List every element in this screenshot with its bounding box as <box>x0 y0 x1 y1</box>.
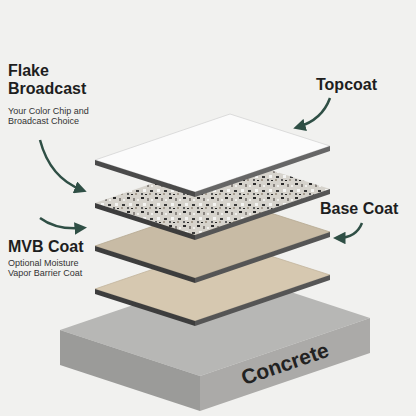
layer-note: Your Color Chip and Broadcast Choice <box>8 106 108 127</box>
block-face <box>60 330 200 411</box>
layer-title: Topcoat <box>316 76 412 94</box>
layer-title: Flake Broadcast <box>8 62 108 99</box>
layer-title: MVB Coat <box>8 238 98 256</box>
layer-note: Optional Moisture Vapor Barrier Coat <box>8 258 92 279</box>
layer-title: Base Coat <box>320 200 412 218</box>
block-face <box>200 318 370 411</box>
